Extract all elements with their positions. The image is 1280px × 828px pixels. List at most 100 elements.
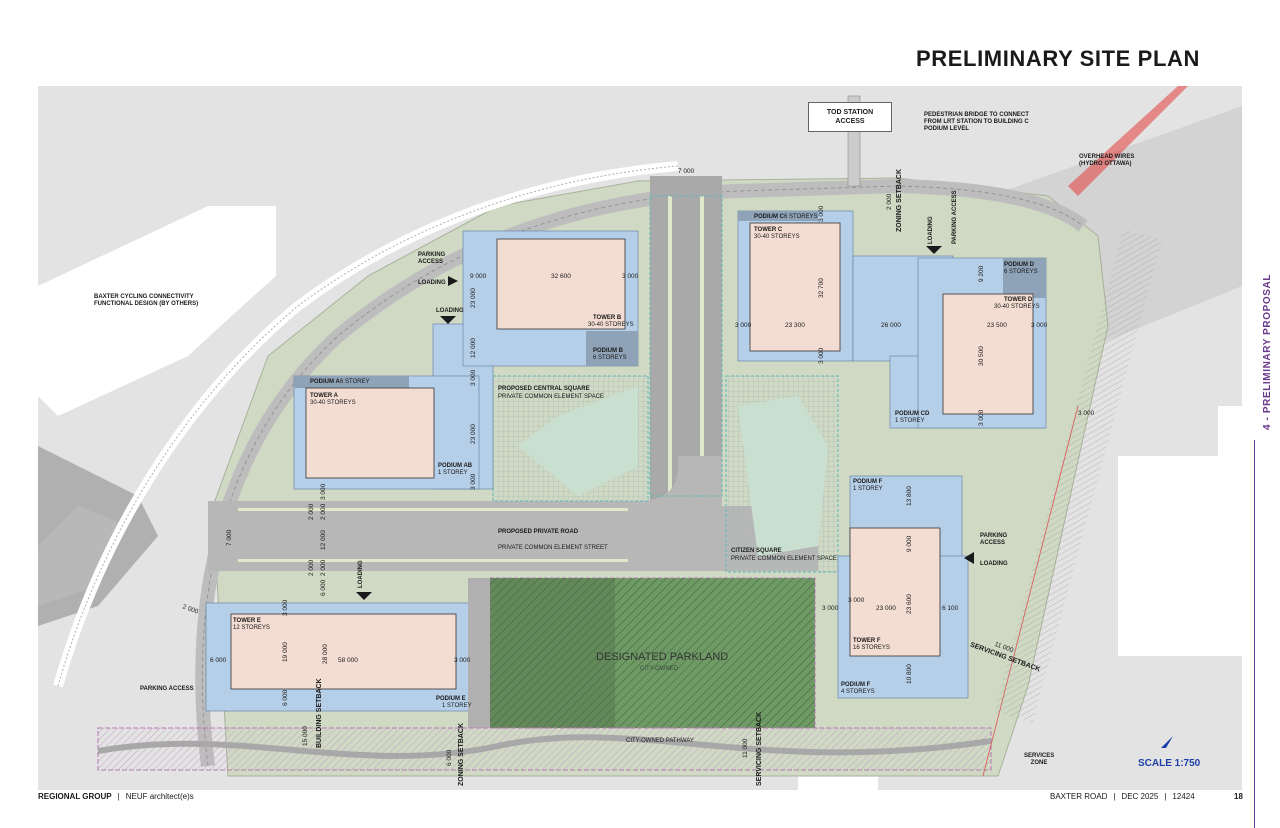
- page-number: 18: [1234, 792, 1243, 801]
- dim-23000-b: 23 000: [470, 288, 477, 308]
- tower-e-storeys: 12 STOREYS: [233, 625, 270, 631]
- dim-3000-er: 3 000: [454, 657, 471, 664]
- tower-c-name: TOWER C: [754, 227, 783, 233]
- dim-26000: 26 000: [881, 322, 901, 329]
- dim-6100: 6 100: [942, 605, 959, 612]
- city-pathway-shape: [97, 727, 992, 771]
- podium-d-band: [1003, 258, 1046, 298]
- dim-6000-eb: 6 000: [282, 689, 289, 706]
- tower-f-shape: [849, 527, 941, 657]
- road-planting-2: [238, 559, 628, 562]
- podium-f-bottom-name: PODIUM F: [841, 682, 871, 688]
- central-square-planting: [518, 386, 638, 496]
- road-planting-1: [238, 508, 628, 511]
- dim-23000-a: 23 000: [470, 424, 477, 444]
- dim-3000-e2: 3 000: [282, 599, 289, 616]
- parkland-hatch: [490, 578, 815, 728]
- tower-d-name: TOWER D: [1004, 297, 1033, 303]
- parkland-path: [468, 578, 490, 728]
- boulevard-outline: [649, 195, 723, 497]
- tower-a-shape: [305, 387, 435, 479]
- citizen-square-sub: PRIVATE COMMON ELEMENT SPACE: [731, 556, 837, 562]
- footer-number: 12424: [1172, 792, 1195, 801]
- dim-19000: 19 000: [282, 642, 289, 662]
- loading-e-label: LOADING: [358, 560, 364, 588]
- dim-9000-b: 9 000: [470, 273, 487, 280]
- tower-f-name: TOWER F: [853, 638, 881, 644]
- loading-f-label: LOADING: [980, 561, 1008, 567]
- loading-ab-label: LOADING: [436, 308, 464, 314]
- dim-30500: 30 500: [978, 346, 985, 366]
- parkland-title: DESIGNATED PARKLAND: [596, 651, 729, 663]
- dim-23300: 23 300: [785, 322, 805, 329]
- dim-11000-s: 11 000: [742, 738, 749, 758]
- dim-3000-f2: 3 000: [848, 597, 865, 604]
- podium-b-low: [586, 331, 638, 366]
- podium-f-top-storeys: 1 STOREY: [853, 486, 883, 492]
- zoning-setback-bottom-label: ZONING SETBACK: [458, 723, 465, 786]
- arrow-loading-ab: [440, 316, 456, 324]
- east-hatch-strip: [993, 229, 1163, 723]
- tower-a-name: TOWER A: [310, 393, 338, 399]
- pedestrian-bridge-label: PEDESTRIAN BRIDGE TO CONNECT FROM LRT ST…: [924, 112, 1029, 132]
- central-square-sub: PRIVATE COMMON ELEMENT SPACE: [498, 394, 604, 400]
- tower-d-storeys: 30-40 STOREYS: [994, 304, 1040, 310]
- servicing-setback-bottom-label: SERVICING SETBACK: [756, 711, 763, 786]
- dim-3000-b: 3 000: [622, 273, 639, 280]
- dim-3000-cl: 3 000: [735, 322, 752, 329]
- city-pathway-trail: [97, 734, 992, 759]
- footer-company: REGIONAL GROUP: [38, 792, 112, 801]
- dim-13800: 13 800: [906, 486, 913, 506]
- tower-b-shape: [496, 238, 626, 330]
- overhead-wires-line: [1068, 86, 1188, 196]
- parking-access-e-label: PARKING ACCESS: [140, 686, 194, 692]
- zoning-setback-top-label: ZONING SETBACK: [896, 169, 903, 232]
- dim-32700: 32 700: [818, 278, 825, 298]
- podium-ab-name: PODIUM AB: [438, 463, 473, 469]
- dim-3000-edge: 3 000: [1078, 410, 1095, 417]
- site-plan-map: TOD STATION ACCESS PEDESTRIAN BRIDGE TO …: [38, 86, 1242, 790]
- podium-f-top-name: PODIUM F: [853, 479, 883, 485]
- dim-6000-el: 6 000: [210, 657, 227, 664]
- services-zone-label: SERVICES ZONE: [1024, 753, 1055, 766]
- offsite-left-block: [38, 206, 276, 416]
- podium-c-name: PODIUM C: [754, 214, 784, 220]
- dim-12000-ab: 12 000: [470, 338, 477, 358]
- footer-date: DEC 2025: [1121, 792, 1159, 801]
- citizen-square-label: CITIZEN SQUARE: [731, 548, 782, 554]
- tod-station-access: TOD STATION ACCESS: [808, 102, 892, 132]
- scale-label: SCALE 1:750: [1138, 758, 1201, 769]
- cycle-path: [53, 161, 679, 688]
- parkland-shadow: [490, 578, 615, 728]
- tower-a-storeys: 30-40 STOREYS: [310, 400, 356, 406]
- arrow-loading-e: [356, 592, 372, 600]
- dim-23600: 23 600: [906, 594, 913, 614]
- offsite-building-right: [1118, 456, 1242, 656]
- loading-b-label: LOADING: [418, 280, 446, 286]
- footer-right: BAXTER ROAD|DEC 2025|12424: [1050, 792, 1195, 801]
- dim-12000-r: 12 000: [320, 530, 327, 550]
- arrow-loading-b: [448, 276, 458, 286]
- dim-15000: 15 000: [302, 726, 309, 746]
- dim-2000-r1: 2 000: [308, 503, 315, 520]
- baxter-cycling-label: BAXTER CYCLING CONNECTIVITY FUNCTIONAL D…: [94, 294, 199, 307]
- dim-32600: 32 600: [551, 273, 571, 280]
- dim-23500: 23 500: [987, 322, 1007, 329]
- dim-3000-e1: 3 000: [320, 483, 327, 500]
- parkland-subtitle: CITY-OWNED: [640, 666, 679, 672]
- tower-e-shape: [230, 613, 457, 690]
- page-title: PRELIMINARY SITE PLAN: [916, 46, 1200, 71]
- central-square-label: PROPOSED CENTRAL SQUARE: [498, 386, 590, 392]
- arrow-loading-f: [964, 552, 974, 564]
- podium-cd-storeys: 1 STOREY: [895, 418, 925, 424]
- private-road-label: PROPOSED PRIVATE ROAD: [498, 529, 579, 535]
- offsite-building-left: [38, 446, 158, 626]
- dim-7000-top: 7 000: [678, 168, 695, 175]
- tower-b-storeys: 30-40 STOREYS: [588, 322, 634, 328]
- dim-9000-f: 9 000: [906, 535, 913, 552]
- podium-c-storeys: 6 STOREYS: [784, 214, 818, 220]
- side-section-label: 4 - PRELIMINARY PROPOSAL: [1262, 273, 1273, 430]
- podium-e-name: PODIUM E: [436, 696, 466, 702]
- tower-c-storeys: 30-40 STOREYS: [754, 234, 800, 240]
- dim-3000-fl: 3 000: [822, 605, 839, 612]
